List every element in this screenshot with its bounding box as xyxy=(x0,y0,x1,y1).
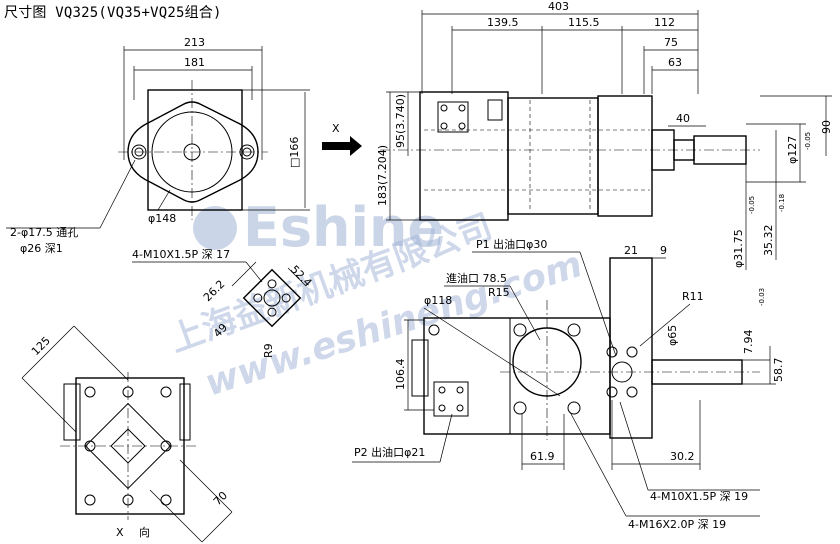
drawing-title: 尺寸图 VQ325(VQ35+VQ25组合) xyxy=(4,5,222,21)
x-view-dim-125: 125 xyxy=(29,334,53,358)
dim-9: 9 xyxy=(660,244,667,257)
dim-65: φ65 xyxy=(666,325,679,346)
dim-112: 112 xyxy=(654,16,675,29)
dim-30-2: 30.2 xyxy=(670,450,695,463)
dim-21: 21 xyxy=(624,244,638,257)
thread-note-2: 4-M16X2.0P 深 19 xyxy=(628,518,726,531)
r11-dim: R11 xyxy=(682,290,704,303)
side-view-bottom: P1 出油口φ30 進油口 78.5 φ118 R15 106.4 21 9 R… xyxy=(352,237,785,531)
dim-35-32: 35.32 xyxy=(762,225,775,257)
dim-148: φ148 xyxy=(148,212,176,225)
dim-213: 213 xyxy=(184,36,205,49)
port-dim-26-2: 26.2 xyxy=(201,278,228,305)
height-dim: 106.4 xyxy=(394,359,407,391)
view-arrow-x: X xyxy=(322,122,362,156)
r15-dim: R15 xyxy=(488,286,510,299)
watermark: Eshine 上海益新机械有限公司 www.eshineng.com xyxy=(164,196,587,405)
dim-183: 183(7.204) xyxy=(376,145,389,206)
dim-139-5: 139.5 xyxy=(487,16,519,29)
x-view: 125 70 X 向 xyxy=(21,325,233,543)
view-arrow-label: X xyxy=(332,122,340,135)
dim-31-75-tol: -0.05 xyxy=(748,196,756,214)
front-view: 213 181 □166 φ148 2-φ17.5 通孔 φ26 深1 xyxy=(6,36,310,255)
dim-7-94: 7.94 xyxy=(742,330,755,355)
port-dim-r9: R9 xyxy=(262,343,275,358)
counterbore-note: φ26 深1 xyxy=(20,242,63,255)
dim-58-7: 58.7 xyxy=(772,358,785,383)
holes-note: 2-φ17.5 通孔 xyxy=(10,226,78,239)
side-view-top: 403 139.5 115.5 112 75 63 40 183(7.204) … xyxy=(376,0,833,270)
dim-95: 95(3.740) xyxy=(394,94,407,148)
dim-63: 63 xyxy=(668,56,682,69)
dim-75: 75 xyxy=(664,36,678,49)
dim-115-5: 115.5 xyxy=(568,16,600,29)
dim-90: 90 xyxy=(820,120,833,134)
dim-403: 403 xyxy=(548,0,569,13)
dim-40: 40 xyxy=(676,112,690,125)
dim-31-75: φ31.75 xyxy=(732,229,745,268)
bore-dim: φ118 xyxy=(424,294,452,307)
dim-35-32-tol: -0.18 xyxy=(778,194,786,212)
x-view-dim-70: 70 xyxy=(211,489,230,508)
thread-note-1: 4-M10X1.5P 深 19 xyxy=(650,490,748,503)
port-thread-note: 4-M10X1.5P 深 17 xyxy=(132,248,230,261)
p2-label: P2 出油口φ21 xyxy=(354,445,425,459)
dim-61-9: 61.9 xyxy=(530,450,555,463)
dim-127: φ127 xyxy=(786,136,799,164)
p1-label: P1 出油口φ30 xyxy=(476,237,547,251)
dim-7-94-tol: -0.03 xyxy=(758,288,766,306)
watermark-brand: Eshine xyxy=(243,196,444,259)
x-view-label: X 向 xyxy=(116,525,156,539)
dim-181: 181 xyxy=(184,56,205,69)
dim-127-tol: -0.05 xyxy=(804,132,812,150)
suction-label: 進油口 78.5 xyxy=(446,271,507,285)
dim-166: □166 xyxy=(288,137,301,168)
